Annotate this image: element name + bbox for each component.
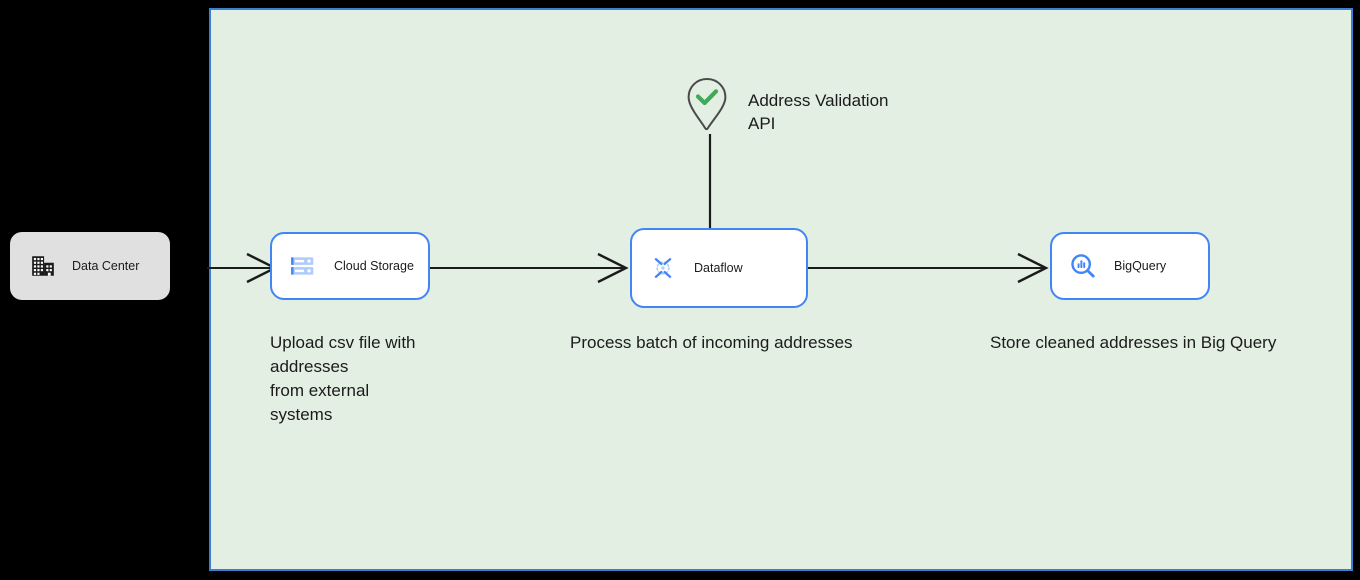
map-pin-check-icon	[687, 77, 727, 131]
node-dataflow[interactable]: Dataflow	[630, 228, 808, 308]
node-label-bigquery: BigQuery	[1114, 259, 1167, 273]
node-bigquery[interactable]: BigQuery	[1050, 232, 1210, 300]
label-address-validation-api: Address Validation API	[748, 91, 889, 133]
data-center-building-icon	[32, 256, 54, 276]
node-label-cloud-storage: Cloud Storage	[334, 259, 414, 273]
node-label-data-center: Data Center	[72, 259, 140, 273]
caption-bigquery: Store cleaned addresses in Big Query	[990, 333, 1277, 352]
bigquery-icon	[1071, 254, 1095, 278]
node-address-validation-api[interactable]: Address Validation API	[684, 76, 889, 135]
dataflow-icon	[654, 257, 672, 279]
connector-validation-api-to-dataflow	[708, 134, 712, 230]
cloud-storage-icon	[291, 257, 314, 275]
node-label-dataflow: Dataflow	[694, 261, 743, 275]
caption-cloud-storage: Upload csv file with addresses from exte…	[270, 333, 416, 424]
caption-dataflow: Process batch of incoming addresses	[570, 333, 853, 352]
node-data-center[interactable]: Data Center	[10, 232, 170, 300]
node-cloud-storage[interactable]: Cloud Storage	[270, 232, 430, 300]
connector-dataflow-to-bigquery	[808, 252, 1049, 284]
connector-cloud-storage-to-dataflow	[430, 252, 629, 284]
